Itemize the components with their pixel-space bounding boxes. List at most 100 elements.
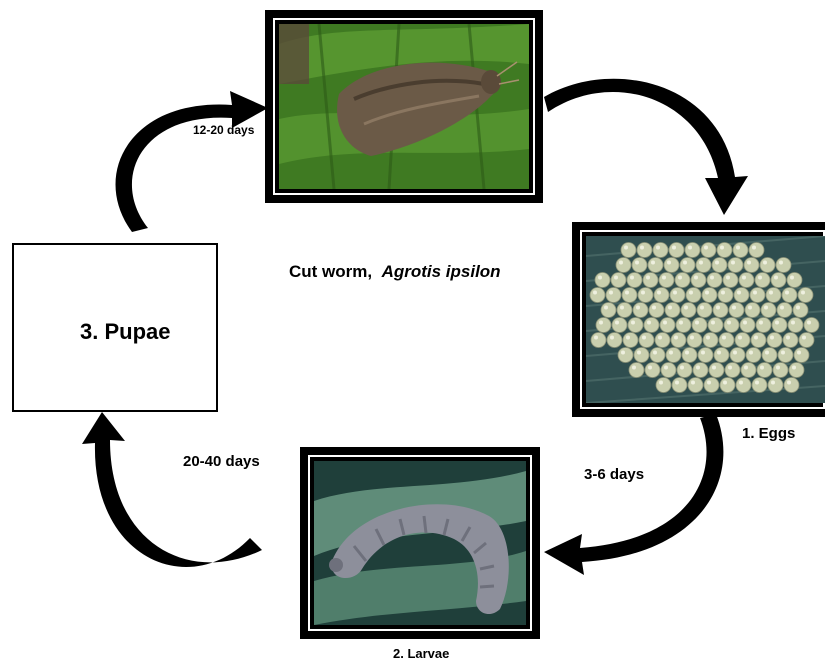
egg <box>660 318 675 333</box>
egg-highlight <box>678 276 682 280</box>
egg <box>680 258 695 273</box>
egg <box>799 333 814 348</box>
egg <box>691 273 706 288</box>
egg <box>666 348 681 363</box>
egg-highlight <box>696 366 700 370</box>
egg <box>714 348 729 363</box>
egg-highlight <box>690 336 694 340</box>
egg <box>772 318 787 333</box>
egg <box>724 318 739 333</box>
egg-highlight <box>743 321 747 325</box>
egg-highlight <box>780 306 784 310</box>
egg-highlight <box>739 381 743 385</box>
egg <box>704 378 719 393</box>
egg <box>685 243 700 258</box>
egg-highlight <box>721 291 725 295</box>
egg <box>655 333 670 348</box>
egg-highlight <box>626 336 630 340</box>
egg <box>670 288 685 303</box>
egg-highlight <box>594 336 598 340</box>
adult-moth-photo <box>265 10 543 203</box>
egg <box>793 303 808 318</box>
egg <box>728 258 743 273</box>
egg-highlight <box>744 366 748 370</box>
egg-highlight <box>680 366 684 370</box>
egg <box>787 273 802 288</box>
egg-highlight <box>648 366 652 370</box>
egg-highlight <box>625 291 629 295</box>
egg <box>697 303 712 318</box>
egg-highlight <box>786 336 790 340</box>
egg-highlight <box>701 351 705 355</box>
egg-highlight <box>748 306 752 310</box>
egg <box>675 273 690 288</box>
egg <box>698 348 713 363</box>
egg-highlight <box>672 246 676 250</box>
egg-highlight <box>642 336 646 340</box>
egg <box>688 378 703 393</box>
egg-highlight <box>763 261 767 265</box>
egg <box>596 318 611 333</box>
egg <box>749 243 764 258</box>
egg-highlight <box>614 276 618 280</box>
egg <box>654 288 669 303</box>
egg-highlight <box>619 261 623 265</box>
egg <box>612 318 627 333</box>
egg <box>745 303 760 318</box>
egg <box>659 273 674 288</box>
egg-highlight <box>685 351 689 355</box>
egg <box>664 258 679 273</box>
egg <box>717 243 732 258</box>
egg-highlight <box>669 351 673 355</box>
egg-highlight <box>715 261 719 265</box>
egg-highlight <box>723 381 727 385</box>
egg <box>784 378 799 393</box>
egg <box>682 348 697 363</box>
duration-eggs-to-larvae: 3-6 days <box>584 466 644 483</box>
egg-highlight <box>754 336 758 340</box>
egg-highlight <box>652 306 656 310</box>
egg-highlight <box>658 336 662 340</box>
egg <box>794 348 809 363</box>
arrow-eggs-to-larvae <box>544 414 723 575</box>
egg <box>746 348 761 363</box>
egg <box>637 243 652 258</box>
egg-highlight <box>630 276 634 280</box>
egg <box>643 273 658 288</box>
egg <box>751 333 766 348</box>
egg-highlight <box>720 246 724 250</box>
egg <box>616 258 631 273</box>
egg-highlight <box>807 321 811 325</box>
egg <box>762 348 777 363</box>
egg <box>755 273 770 288</box>
egg-highlight <box>667 261 671 265</box>
egg <box>622 288 637 303</box>
egg-highlight <box>742 276 746 280</box>
duration-pupae-to-adult: 12-20 days <box>193 123 254 137</box>
arrow-pupae-to-adult <box>116 91 268 232</box>
egg-highlight <box>699 261 703 265</box>
egg-highlight <box>659 381 663 385</box>
egg-highlight <box>728 366 732 370</box>
egg-highlight <box>760 366 764 370</box>
egg <box>736 378 751 393</box>
egg-highlight <box>704 246 708 250</box>
egg-highlight <box>593 291 597 295</box>
egg <box>606 288 621 303</box>
egg-highlight <box>636 306 640 310</box>
egg <box>686 288 701 303</box>
egg-highlight <box>664 366 668 370</box>
egg <box>709 363 724 378</box>
egg-highlight <box>755 381 759 385</box>
egg <box>623 333 638 348</box>
egg <box>677 363 692 378</box>
egg-highlight <box>710 276 714 280</box>
egg-highlight <box>733 351 737 355</box>
egg-highlight <box>802 336 806 340</box>
egg <box>633 303 648 318</box>
egg-highlight <box>738 336 742 340</box>
egg <box>741 363 756 378</box>
egg <box>703 333 718 348</box>
egg <box>648 258 663 273</box>
egg-highlight <box>635 261 639 265</box>
